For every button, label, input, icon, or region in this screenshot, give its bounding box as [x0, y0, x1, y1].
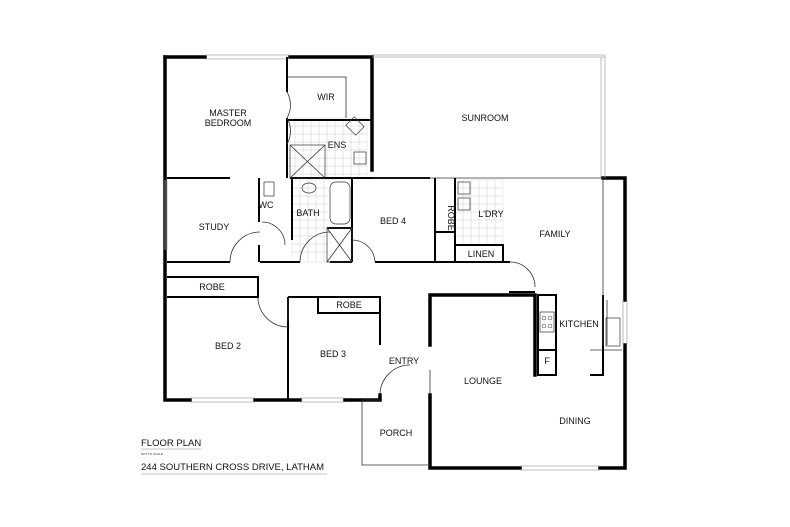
room-label-laundry: L'DRY: [478, 209, 504, 219]
title-block: FLOOR PLAN NOT TO SCALE 244 SOUTHERN CRO…: [141, 438, 327, 475]
room-label-wir: WIR: [317, 92, 335, 102]
room-label-dining: DINING: [559, 416, 591, 426]
room-label-bed-3: BED 3: [320, 349, 346, 359]
room-label-robe-bed4: ROBE: [446, 205, 456, 231]
room-label-robe-bed2: ROBE: [199, 282, 225, 292]
plan-title: FLOOR PLAN: [141, 438, 201, 449]
room-label-bath: BATH: [296, 208, 319, 218]
doors: [229, 91, 536, 396]
room-label-bed-2: BED 2: [215, 341, 241, 351]
room-labels: MASTER BEDROOM WIR ENS SUNROOM WC BATH S…: [199, 92, 599, 438]
room-label-wc: WC: [259, 200, 274, 210]
room-label-kitchen: KITCHEN: [559, 319, 599, 329]
address: 244 SOUTHERN CROSS DRIVE, LATHAM: [141, 462, 324, 473]
room-label-master-bedroom-2: BEDROOM: [205, 118, 252, 128]
room-label-linen: LINEN: [468, 249, 495, 259]
interior-walls: [167, 57, 622, 466]
room-label-ens: ENS: [328, 140, 347, 150]
windows: [164, 54, 628, 471]
room-label-porch: PORCH: [380, 428, 413, 438]
scale-note: NOT TO SCALE: [141, 452, 163, 456]
room-label-bed-4: BED 4: [380, 216, 406, 226]
room-label-family: FAMILY: [539, 229, 570, 239]
room-label-lounge: LOUNGE: [464, 376, 502, 386]
room-label-sunroom: SUNROOM: [462, 113, 509, 123]
room-label-master-bedroom: MASTER: [209, 108, 247, 118]
room-label-entry: ENTRY: [389, 356, 419, 366]
room-label-robe-bed3: ROBE: [336, 300, 362, 310]
fixtures: [263, 116, 621, 347]
room-label-fridge: F: [544, 356, 550, 366]
tiled-areas: [286, 117, 504, 263]
room-label-study: STUDY: [199, 222, 230, 232]
